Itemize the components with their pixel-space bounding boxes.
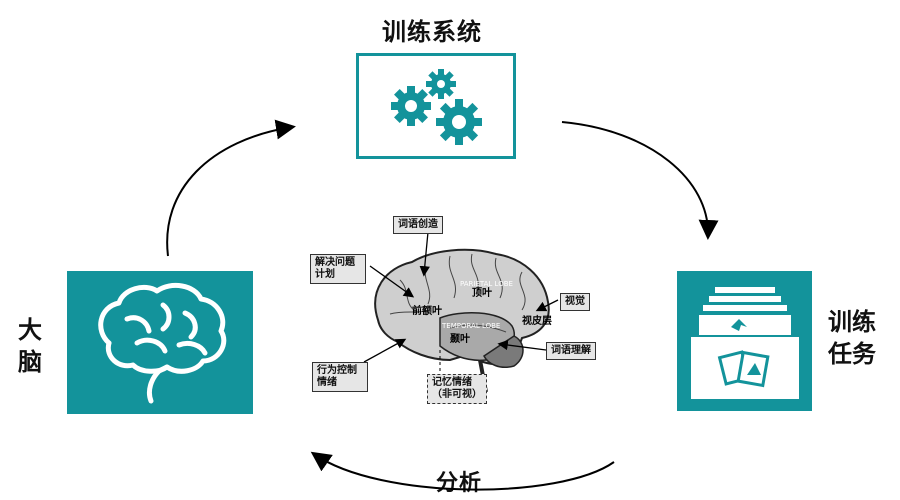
label-vision: 视觉 [560, 293, 590, 311]
visual-layer-text: 视皮层 [522, 314, 552, 327]
parietal-lobe-text: 顶叶 [472, 286, 492, 299]
training-task-label-text: 训练任务 [828, 308, 876, 368]
label-word-creation: 词语创造 [393, 216, 443, 234]
task-tile [677, 271, 812, 411]
training-system-box [356, 53, 516, 159]
label-problem-solving: 解决问题计划 [310, 254, 366, 284]
brain-label-text: 大脑 [18, 316, 42, 376]
arrow-brain-to-system [166, 119, 296, 257]
brain-icon [98, 282, 227, 404]
brain-tile [67, 271, 253, 414]
node-label-brain: 大脑 [18, 314, 48, 378]
label-memory: 记忆情绪（非可视） [427, 374, 487, 404]
frontal-lobe-text: 前额叶 [412, 304, 442, 317]
parietal-en-text: PARIETAL LOBE [460, 280, 513, 288]
node-label-training-task: 训练任务 [828, 306, 880, 370]
task-cards-icon [691, 287, 799, 399]
label-word-comprehension: 词语理解 [546, 342, 596, 360]
temporal-lobe-text: 颞叶 [449, 332, 470, 345]
brain-diagram: PARIETAL LOBE TEMPORAL LOBE 前额叶 顶叶 颞叶 视皮… [363, 231, 559, 393]
gears-icon [391, 69, 482, 145]
node-title-training-system: 训练系统 [382, 18, 482, 46]
label-behavior-emotion: 行为控制情绪 [312, 362, 368, 392]
node-label-analysis: 分析 [436, 471, 483, 496]
arrow-system-to-task [561, 121, 719, 240]
arrow-task-to-analysis [310, 451, 615, 491]
temporal-en-text: TEMPORAL LOBE [441, 322, 500, 330]
